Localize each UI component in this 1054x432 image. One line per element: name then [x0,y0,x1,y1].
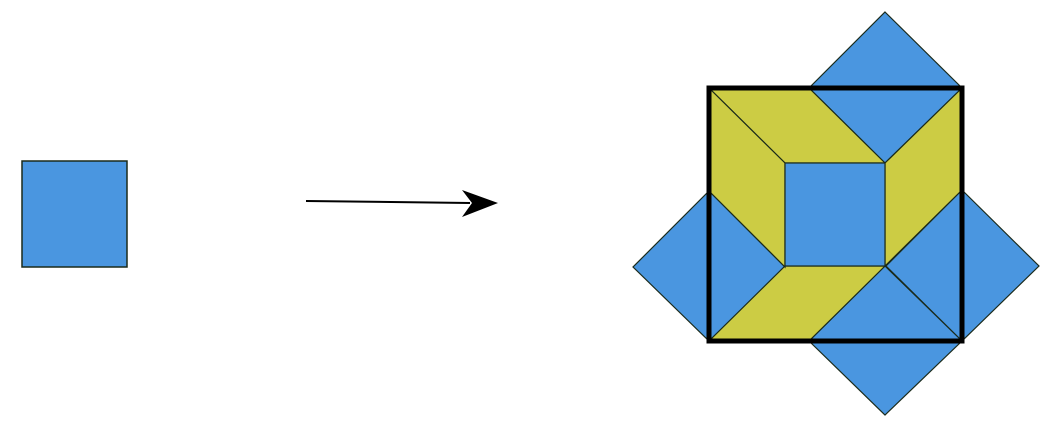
output-pattern [632,11,1040,416]
transform-arrow [305,190,498,217]
input-square [21,160,128,268]
arrow-shaft [305,200,471,204]
arrow-head [462,190,498,217]
outer-frame [706,85,965,344]
center-square [784,162,886,267]
